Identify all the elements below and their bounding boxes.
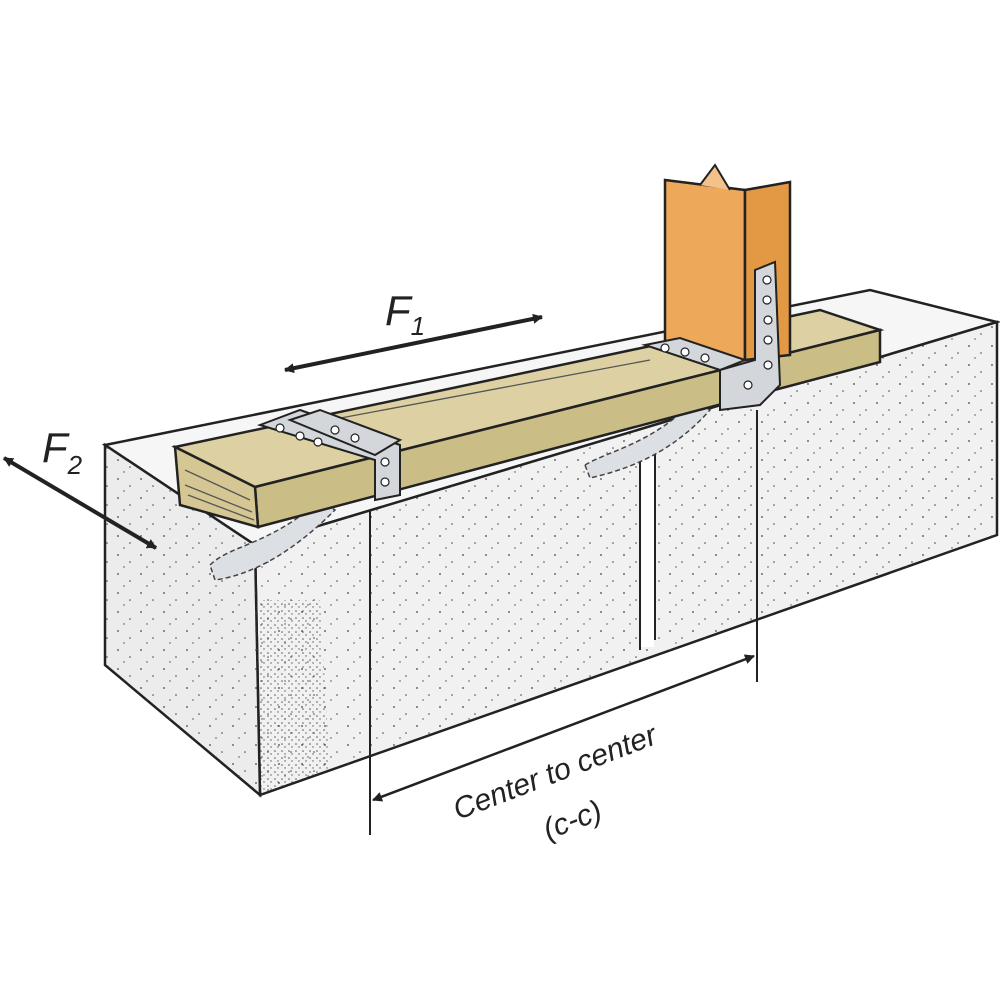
label-f1: F1 <box>385 287 425 341</box>
foundation-end-texture <box>255 600 330 795</box>
label-dimension-abbr: (c-c) <box>539 794 607 846</box>
dimension-arrow <box>372 654 755 802</box>
post-split-top <box>699 163 731 191</box>
bracket-holes <box>275 275 773 487</box>
sill-grain <box>184 359 651 521</box>
force-f1-arrow <box>284 313 543 374</box>
bracket-left-2 <box>287 408 403 457</box>
construction-joint <box>639 440 656 650</box>
angle-brackets <box>256 260 782 502</box>
embedded-anchors <box>209 399 712 581</box>
bracket-left <box>256 408 401 502</box>
sill-end-face <box>173 444 260 529</box>
bracket-right-base <box>641 336 748 372</box>
force-f2-arrow <box>2 456 158 550</box>
label-f2: F2 <box>42 424 83 480</box>
wood-post <box>663 163 792 362</box>
post-front-face <box>663 178 747 362</box>
dimension-lines <box>369 410 758 835</box>
joint-gap <box>641 442 654 647</box>
